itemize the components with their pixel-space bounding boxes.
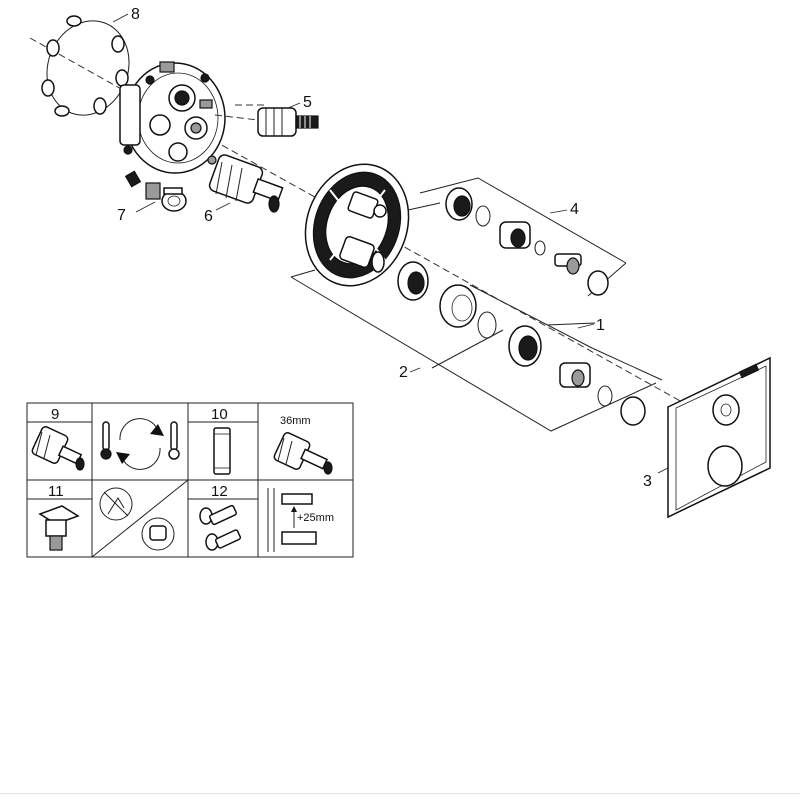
- rough-in-body: [119, 61, 226, 174]
- cell-11-number: 11: [48, 483, 64, 500]
- mounting-plate: [304, 163, 410, 287]
- prohibited-icon-bottom: [141, 517, 175, 551]
- part-8-seal-ring: [41, 15, 130, 117]
- part-3-cover-plate: [667, 356, 771, 519]
- callout-3: 3: [643, 473, 652, 490]
- prohibited-icon-top: [99, 487, 133, 521]
- cell-9-number: 9: [51, 406, 59, 423]
- cell-12-number: 12: [211, 483, 228, 500]
- part-6-cartridge: [208, 154, 284, 213]
- callout-4: 4: [570, 201, 579, 218]
- cell-25mm-label: +25mm: [297, 512, 334, 524]
- cell-12-screws-icon: [199, 504, 242, 551]
- cell-10-number: 10: [211, 406, 228, 423]
- cell-25mm-extension-icon: [267, 488, 317, 552]
- cell-9-cartridge-icon: [31, 426, 85, 471]
- part-5-cartridge: [257, 107, 319, 137]
- cell-36mm-label: 36mm: [280, 415, 311, 427]
- callout-7: 7: [117, 207, 126, 224]
- callout-6: 6: [204, 208, 213, 225]
- cell-10-tube-icon: [213, 427, 231, 475]
- part-2-part-1-thermostat-set: [290, 261, 663, 432]
- part-4-diverter-set: [407, 177, 627, 297]
- callout-1: 1: [596, 317, 605, 334]
- part-7-check-valve: [124, 170, 187, 212]
- callout-8: 8: [131, 6, 140, 23]
- cell-11-adapter-icon: [38, 505, 80, 551]
- callout-2: 2: [399, 364, 408, 381]
- cell-36mm-cartridge-icon: [273, 432, 333, 475]
- hot-cold-rotation-icon: [100, 418, 180, 470]
- accessory-table: [26, 402, 354, 558]
- bottom-divider: [0, 793, 800, 794]
- callout-5: 5: [303, 94, 312, 111]
